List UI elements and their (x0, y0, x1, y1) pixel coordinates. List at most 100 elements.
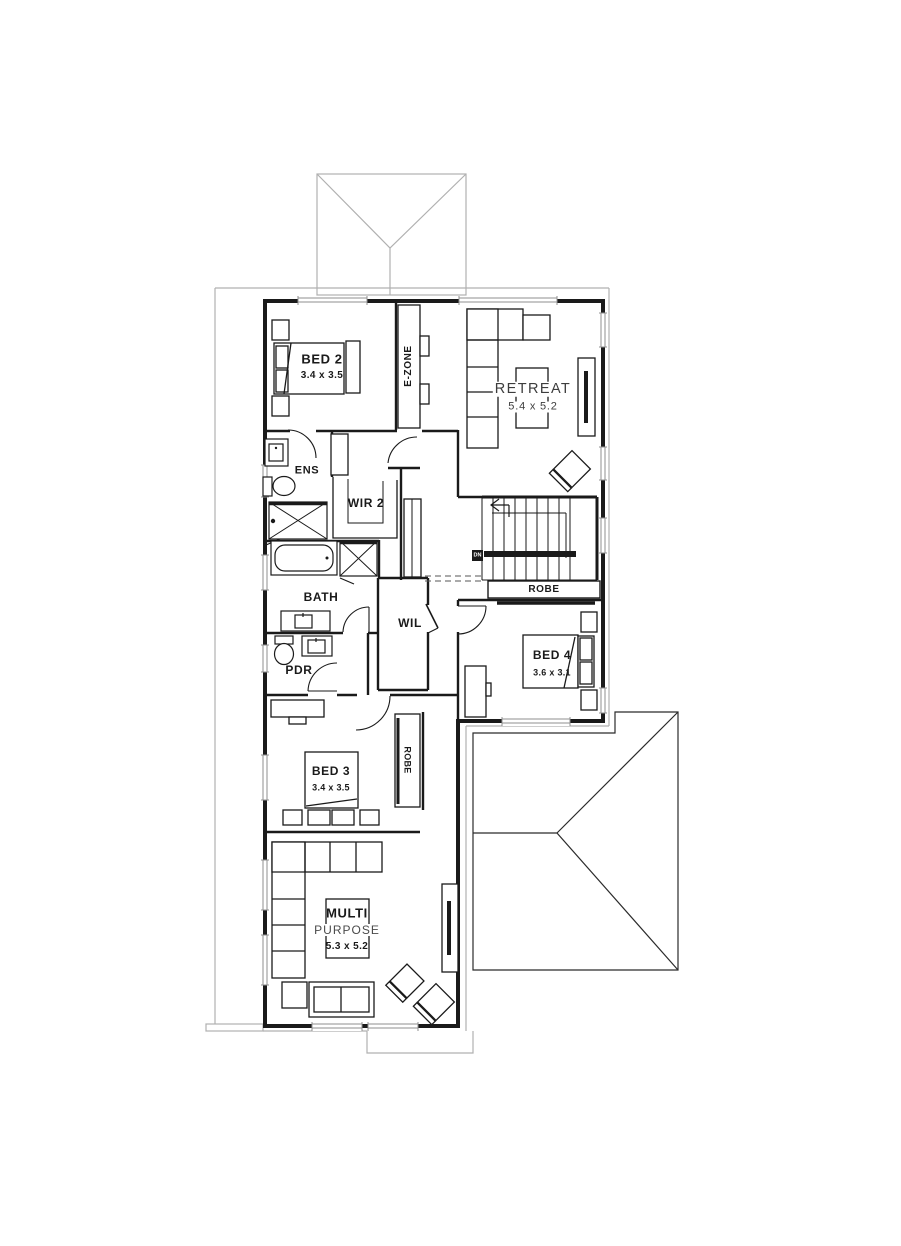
shower-head (270, 518, 276, 524)
label-bath: BATH (303, 590, 339, 604)
window-right-3 (599, 517, 607, 554)
door-arcs (287, 429, 487, 731)
label-ezone: E-ZONE (403, 345, 414, 387)
hip-roof-outline (472, 711, 679, 971)
bedside-table (580, 611, 598, 633)
window-left-6 (261, 934, 269, 986)
bedside-table (359, 809, 380, 826)
label-stairs-dn: DN (473, 551, 482, 558)
door-bath (342, 606, 370, 633)
stair-treads (492, 497, 571, 580)
label-retreat: RETREAT (492, 380, 574, 397)
bed (522, 634, 579, 689)
label-wil: WIL (398, 616, 422, 630)
linen-cupboard (403, 498, 422, 578)
door-bed3 (355, 695, 391, 731)
door-lobby (387, 436, 418, 464)
label-multi-dims: 5.3 x 5.2 (325, 941, 369, 952)
sofa-seats (466, 308, 524, 341)
label-bed3-dims: 3.4 x 3.5 (312, 782, 350, 793)
pillow (579, 637, 593, 661)
bathtub-inner (274, 544, 334, 572)
desk (397, 304, 421, 429)
bedside-table (282, 809, 303, 826)
door-wil (425, 603, 439, 634)
armchair-angled (384, 963, 425, 1004)
window-left-2 (261, 554, 269, 591)
label-bed3-robe: ROBE (402, 746, 413, 774)
eave-lines (205, 287, 610, 1054)
gable-roof-outline (316, 173, 467, 296)
wardrobe-outer (332, 477, 398, 539)
stair-direction-arrow (490, 498, 510, 517)
door-ens (287, 429, 317, 459)
pdr-fixtures (273, 635, 333, 666)
label-multi-1: MULTI (326, 905, 368, 921)
rug-table (515, 367, 549, 429)
blanket-fold (563, 636, 576, 689)
wir2-furniture (330, 433, 398, 539)
hall-robe (487, 580, 601, 605)
tallboy (345, 340, 361, 394)
pillow (307, 809, 331, 826)
windows (261, 296, 607, 1031)
window-bottom-1 (311, 1022, 363, 1031)
window-bed4-bottom (501, 717, 571, 726)
bed (304, 751, 359, 809)
wardrobe-inner (347, 479, 384, 524)
chair (419, 335, 430, 357)
desk-chair (288, 716, 307, 725)
armchair-angled (548, 449, 592, 493)
dresser (464, 665, 487, 718)
stair-void-dashed-line (425, 575, 482, 582)
bedside-table (580, 689, 598, 711)
ens-fixtures (262, 438, 328, 546)
label-bed3: BED 3 (311, 764, 351, 778)
armchair-angled (412, 982, 456, 1026)
bedside-table (271, 319, 290, 341)
toilet-pan (273, 642, 295, 666)
window-right-1 (599, 312, 607, 348)
interior-walls (265, 301, 603, 834)
window-bottom-2 (367, 1022, 419, 1031)
multi-furniture (271, 841, 459, 1026)
toilet-cistern (274, 635, 294, 645)
window-left-5 (261, 859, 269, 911)
label-hall-robe: ROBE (528, 584, 560, 595)
pillow (579, 661, 593, 685)
desk (270, 699, 325, 718)
label-bed2-dims: 3.4 x 3.5 (300, 370, 344, 381)
bed4-furniture (464, 611, 598, 718)
dresser-handle (485, 682, 492, 697)
blanket-fold (305, 798, 358, 807)
window-right-2 (599, 446, 607, 481)
bed2-furniture (271, 319, 361, 417)
pillow (275, 345, 289, 369)
window-top-bed2 (297, 296, 368, 305)
chair (419, 383, 430, 405)
toilet-cistern (262, 476, 273, 497)
label-bed4: BED 4 (532, 648, 572, 662)
bedside-table (271, 395, 290, 417)
ottoman (281, 981, 308, 1009)
bed3-furniture (270, 699, 421, 826)
door-pdr (307, 662, 338, 692)
label-ens: ENS (294, 464, 320, 477)
door-bed4 (457, 605, 487, 635)
ezone-furniture (397, 304, 430, 429)
window-left-3 (261, 644, 269, 673)
sofa-chaise (271, 841, 306, 979)
label-multi-2: PURPOSE (313, 923, 381, 937)
sofa-seat (522, 314, 551, 341)
toilet-pan (272, 475, 296, 497)
tv-screen (447, 901, 451, 955)
retreat-furniture (466, 308, 596, 493)
window-top-retreat (458, 296, 558, 305)
basin (268, 443, 284, 462)
label-wir2: WIR 2 (347, 496, 385, 510)
bath-fixtures (270, 540, 378, 632)
window-left-4 (261, 754, 269, 801)
tv-screen (584, 371, 588, 423)
